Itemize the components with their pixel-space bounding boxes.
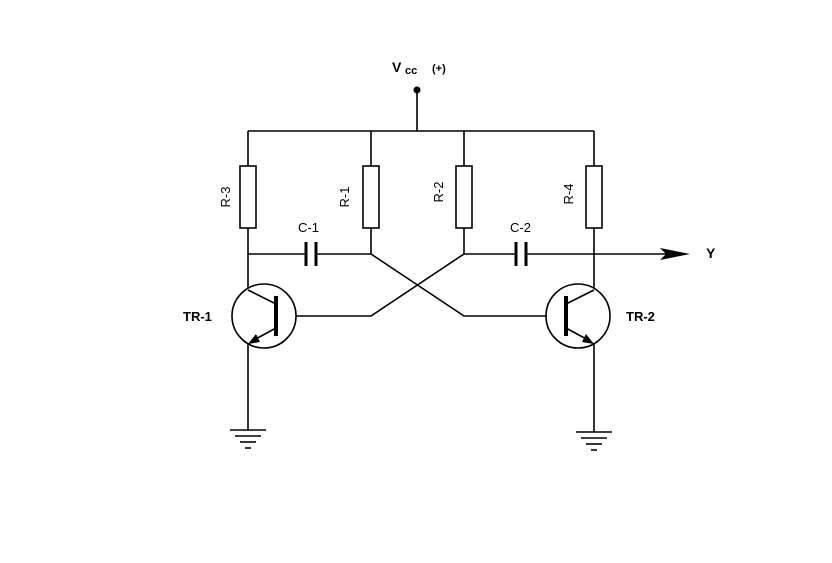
- r2-to-tr1-base-wire: [279, 253, 465, 317]
- tr1-emitter-arrow-icon: [248, 334, 260, 344]
- tr2-collector: [565, 289, 595, 305]
- transistor-tr2-label: TR-2: [626, 309, 655, 324]
- vcc-polarity: (+): [432, 63, 446, 75]
- tr1-envelope: [231, 283, 297, 349]
- capacitor-c1-label: C-1: [298, 220, 319, 235]
- resistor-r3-label: R-3: [218, 187, 233, 208]
- vcc-subscript: cc: [405, 65, 417, 77]
- tr2-envelope: [545, 283, 611, 349]
- transistor-tr2: [545, 283, 611, 349]
- resistor-r2: [455, 165, 473, 229]
- resistor-r3: [239, 165, 257, 229]
- output-label: Y: [706, 245, 716, 261]
- output-arrow-icon: [660, 248, 690, 260]
- transistor-tr1: [231, 283, 297, 349]
- resistor-r1: [362, 165, 380, 229]
- vcc-symbol: V: [392, 59, 402, 75]
- tr1-collector: [247, 289, 277, 305]
- resistor-r4-label: R-4: [561, 184, 576, 205]
- ground-left-icon: [230, 429, 266, 449]
- tr2-emitter-arrow-icon: [582, 334, 594, 344]
- resistor-r4: [585, 165, 603, 229]
- ground-right-icon: [576, 431, 612, 451]
- resistor-r2-label: R-2: [431, 182, 446, 203]
- resistor-r1-label: R-1: [337, 187, 352, 208]
- r1-to-tr2-base-wire: [370, 253, 548, 317]
- transistor-tr1-label: TR-1: [183, 309, 212, 324]
- capacitor-c2-label: C-2: [510, 220, 531, 235]
- vcc-label: V cc (+): [392, 59, 446, 77]
